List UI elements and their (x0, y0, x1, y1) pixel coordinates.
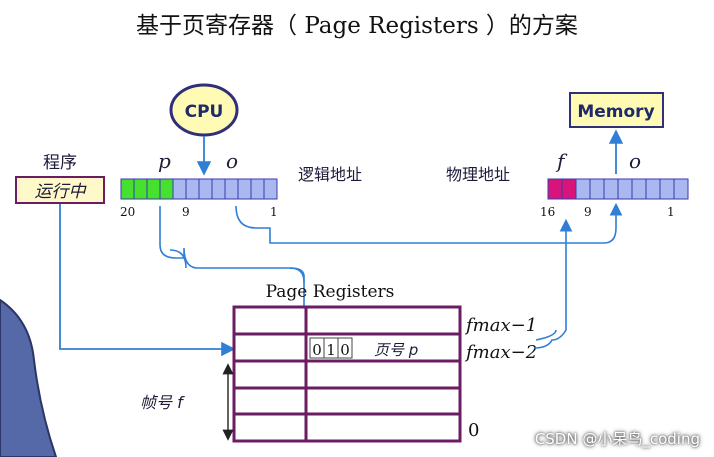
address-bit-cell (133, 178, 148, 200)
program-to-register-arrow (59, 204, 236, 357)
memory-label: Memory (577, 102, 654, 122)
register-table-frame (232, 305, 462, 443)
page-title: 基于页寄存器（ Page Registers ）的方案 (136, 13, 578, 39)
page-register-table: 0 1 0 页号 p (232, 305, 462, 443)
cpu-ellipse (169, 83, 239, 137)
zero-row-label: 0 (468, 420, 479, 441)
page-number-bracket (169, 249, 187, 269)
offset-transfer-line (269, 238, 604, 244)
physical-offset-bracket (603, 202, 623, 244)
address-bit-cell (603, 178, 619, 200)
physical-bit-label-low: 1 (667, 205, 675, 219)
address-bit-cell (224, 178, 239, 200)
frame-number-label: 帧号 f (140, 393, 185, 412)
physical-address-bar (547, 178, 689, 200)
address-bit-cell (263, 178, 278, 200)
fmax-minus-2-label: fmax−2 (464, 342, 537, 363)
program-status-box (15, 176, 105, 204)
memory-node: Memory (569, 92, 664, 128)
address-bit-cell (659, 178, 675, 200)
logical-bit-label-low: 1 (270, 205, 278, 219)
physical-bit-label-high: 16 (540, 205, 555, 219)
physical-address-label: 物理地址 (446, 165, 510, 184)
logical-o-label: o (226, 149, 238, 173)
address-bit-cell (237, 178, 252, 200)
physical-f-label: f (555, 149, 568, 173)
address-bit-cell (645, 178, 661, 200)
address-bit-cell (673, 178, 689, 200)
cpu-node: CPU (169, 83, 239, 137)
logical-offset-bracket (235, 205, 271, 238)
address-bit-cell (146, 178, 161, 200)
logical-p-label: p (158, 149, 171, 173)
address-bit-cell (172, 178, 187, 200)
entry-bit-2: 0 (340, 341, 350, 359)
address-bit-cell (250, 178, 265, 200)
physical-o-label: o (629, 149, 641, 173)
address-bit-cell (561, 178, 577, 200)
program-label: 程序 (43, 153, 77, 173)
address-bit-cell (589, 178, 605, 200)
logical-address-label: 逻辑地址 (298, 165, 362, 184)
memory-box (569, 92, 664, 128)
logical-bit-label-high: 20 (120, 205, 135, 219)
decorative-figure (0, 298, 58, 457)
address-bit-cell (159, 178, 174, 200)
entry-bit-1: 1 (326, 341, 336, 359)
entry-bit-0: 0 (312, 341, 322, 359)
logical-bit-label-mid: 9 (182, 205, 190, 219)
frame-to-physical-arrow (533, 218, 573, 349)
physical-bit-label-mid: 9 (584, 205, 592, 219)
frame-bracket (535, 329, 557, 341)
entry-page-number-label: 页号 p (374, 341, 418, 359)
address-bit-cell (185, 178, 200, 200)
program-status: 运行中 (35, 182, 88, 202)
page-number-bend (289, 267, 305, 283)
page-registers-label: Page Registers (266, 282, 395, 302)
address-bit-cell (547, 178, 563, 200)
address-bit-cell (211, 178, 226, 200)
entry-bit-cell (337, 337, 353, 359)
cpu-label: CPU (185, 102, 224, 122)
address-bit-cell (198, 178, 213, 200)
address-bit-cell (575, 178, 591, 200)
logical-address-bar (120, 178, 278, 200)
address-bit-cell (120, 178, 135, 200)
watermark: CSDN @小呆鸟_coding (534, 430, 700, 448)
fmax-minus-1-label: fmax−1 (464, 315, 537, 336)
address-bit-cell (617, 178, 633, 200)
address-bit-cell (631, 178, 647, 200)
